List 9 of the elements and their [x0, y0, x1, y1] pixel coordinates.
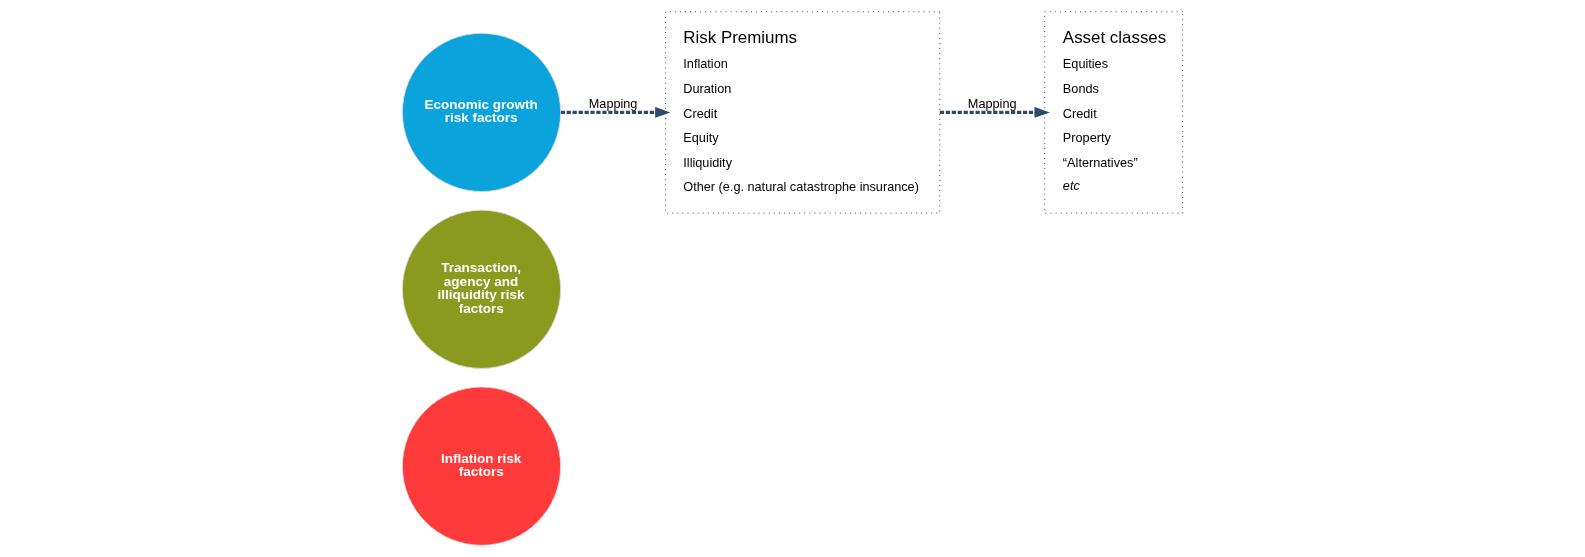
edge-label: Mapping [967, 97, 1017, 112]
node-box: Asset classes Equities Bonds Credit Property “Alternatives” etc [1044, 11, 1184, 214]
node-circle: Inflation risk factors [401, 386, 562, 546]
edge-label: Mapping [588, 97, 638, 112]
arrow [939, 107, 1050, 118]
node-circle: Economic growth risk factors [401, 32, 562, 192]
node-circle: Transaction, agency and illiquidity risk factors [401, 209, 562, 369]
arrow [560, 107, 671, 118]
node-box: Risk Premiums Inflation Duration Credit Equity Illiquidity Other (e.g. natural catastrophe insurance) [665, 11, 941, 214]
